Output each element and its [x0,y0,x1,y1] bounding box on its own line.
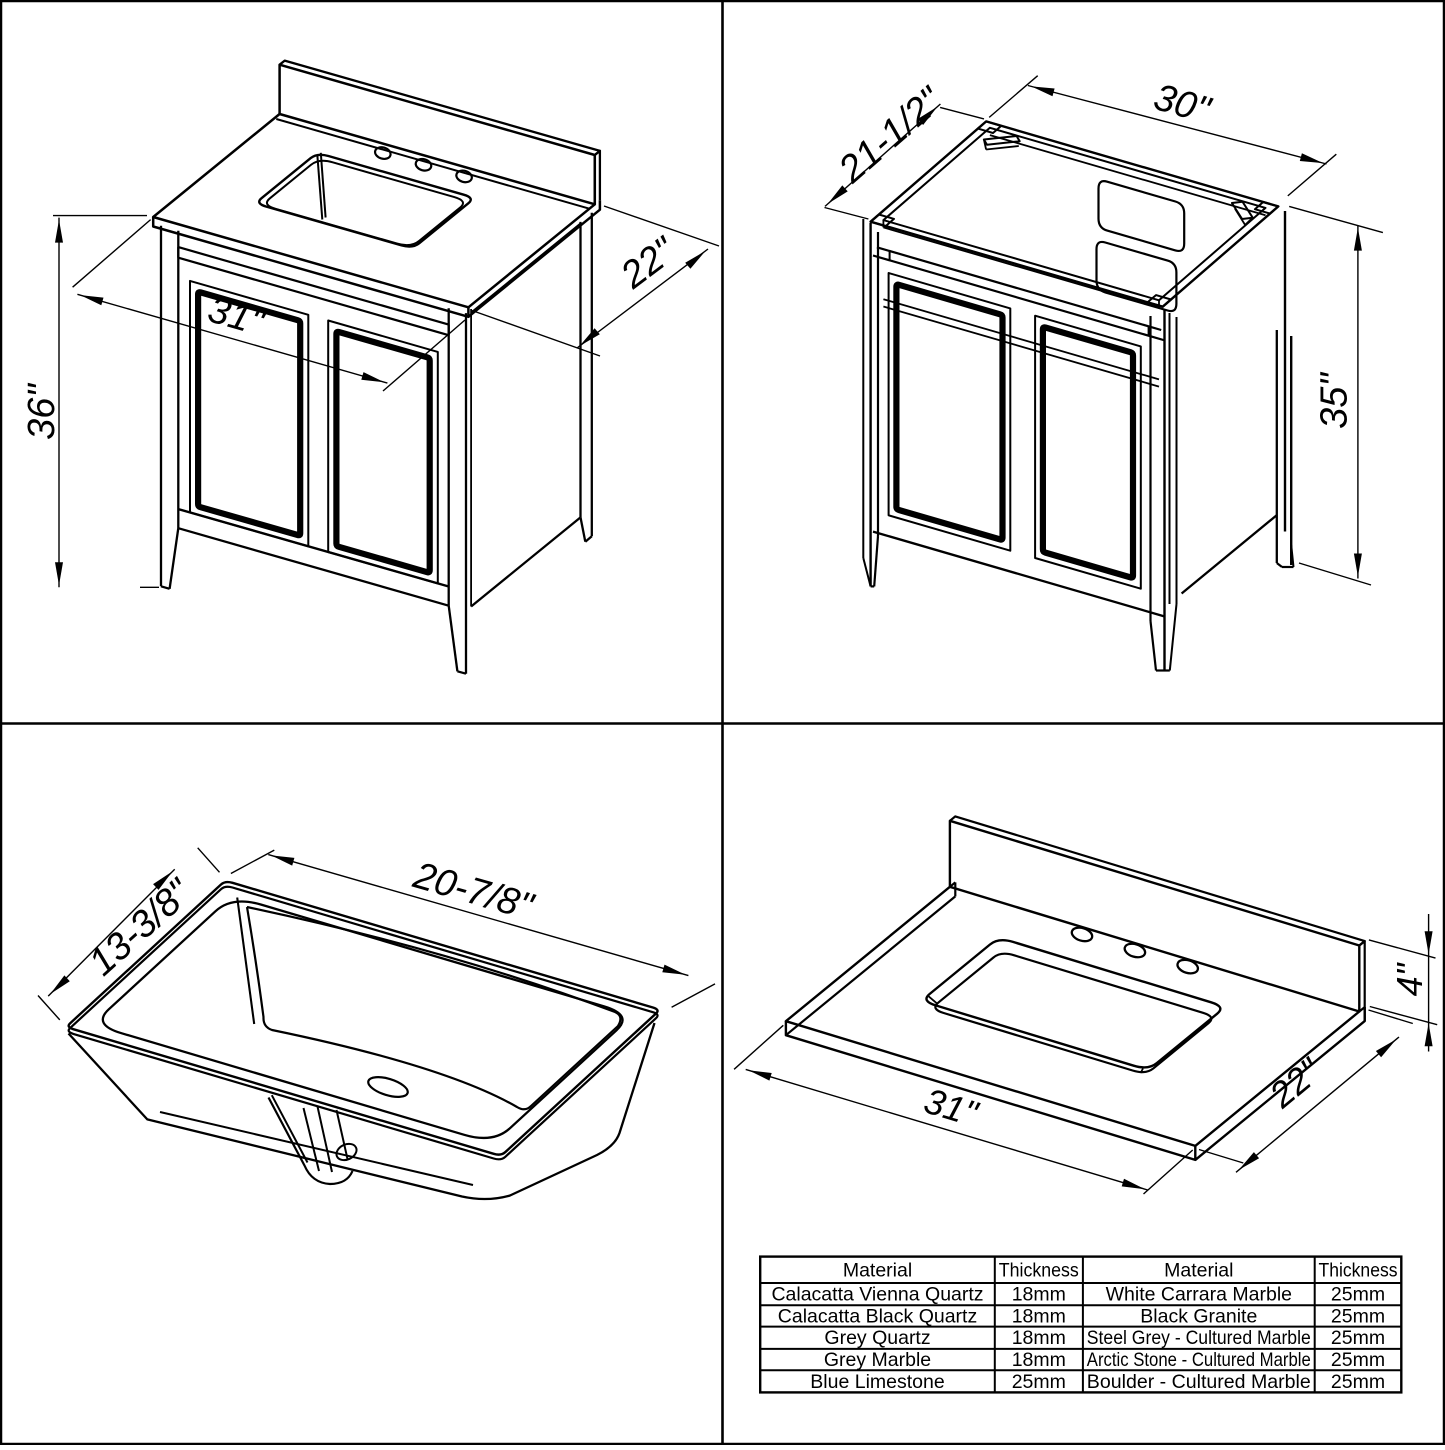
svg-text:18mm: 18mm [1012,1284,1066,1306]
svg-text:35": 35" [1314,372,1356,429]
svg-text:White Carrara Marble: White Carrara Marble [1106,1284,1292,1306]
svg-text:21-1/2": 21-1/2" [830,79,951,192]
svg-text:18mm: 18mm [1012,1327,1066,1349]
svg-text:Blue Limestone: Blue Limestone [810,1371,944,1393]
svg-text:20-7/8": 20-7/8" [408,854,539,928]
svg-text:Boulder - Cultured Marble: Boulder - Cultured Marble [1087,1371,1311,1393]
svg-text:Calacatta Vienna Quartz: Calacatta Vienna Quartz [771,1284,983,1306]
svg-text:Black Granite: Black Granite [1140,1305,1257,1327]
svg-text:25mm: 25mm [1012,1371,1066,1393]
svg-text:25mm: 25mm [1331,1284,1385,1306]
svg-text:25mm: 25mm [1331,1327,1385,1349]
svg-text:Material: Material [1164,1259,1233,1281]
svg-text:Material: Material [843,1259,912,1281]
svg-text:13-3/8": 13-3/8" [81,871,200,984]
svg-text:Steel Grey - Cultured Marble: Steel Grey - Cultured Marble [1087,1327,1311,1349]
svg-text:4": 4" [1389,961,1430,996]
svg-text:Thickness: Thickness [1319,1259,1398,1281]
svg-text:25mm: 25mm [1331,1349,1385,1371]
svg-text:Grey Quartz: Grey Quartz [824,1327,930,1349]
svg-text:25mm: 25mm [1331,1305,1385,1327]
svg-text:18mm: 18mm [1012,1349,1066,1371]
svg-text:Thickness: Thickness [999,1259,1079,1281]
svg-text:18mm: 18mm [1012,1305,1066,1327]
svg-text:Calacatta Black Quartz: Calacatta Black Quartz [778,1305,977,1327]
svg-text:22": 22" [613,229,685,298]
svg-text:31": 31" [920,1080,985,1135]
svg-text:25mm: 25mm [1331,1371,1385,1393]
svg-text:Arctic Stone - Cultured Marble: Arctic Stone - Cultured Marble [1087,1349,1311,1371]
svg-text:Grey Marble: Grey Marble [824,1349,931,1371]
svg-text:30": 30" [1149,76,1216,132]
svg-text:36": 36" [21,383,63,440]
svg-text:31": 31" [203,289,270,345]
